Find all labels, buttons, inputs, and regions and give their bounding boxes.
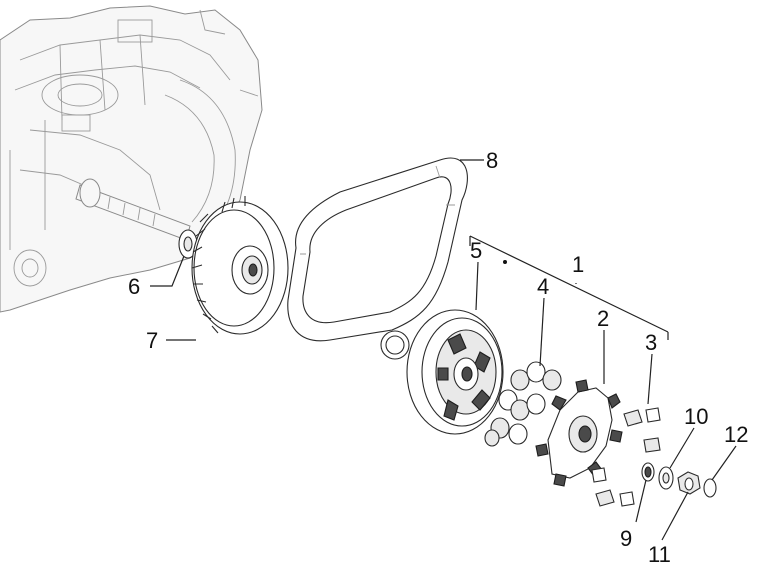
callout-1: 1 <box>572 252 584 277</box>
part-10-washer <box>658 466 674 490</box>
part-2-ramp-plate <box>535 379 623 487</box>
o-ring <box>380 330 410 360</box>
part-12-circlip <box>703 478 717 498</box>
part-11-nut <box>677 471 701 495</box>
callout-6: 6 <box>128 274 140 299</box>
callout-labels: 1 2 3 4 5 6 7 8 9 10 11 12 <box>128 148 748 567</box>
callout-7: 7 <box>146 328 158 353</box>
callout-5: 5 <box>470 238 482 263</box>
part-3-sliders <box>591 407 661 507</box>
callout-3: 3 <box>645 330 657 355</box>
part-8-drive-belt <box>287 157 468 342</box>
reference-dot <box>503 260 507 264</box>
callout-4: 4 <box>537 274 549 299</box>
part-4-rollers <box>484 361 562 447</box>
callout-12: 12 <box>724 422 748 447</box>
leader-lines <box>150 159 737 541</box>
part-7-fixed-pulley <box>191 196 289 335</box>
callout-8: 8 <box>486 148 498 173</box>
part-9-bushing <box>641 462 655 482</box>
part-5-movable-pulley <box>406 260 507 435</box>
callout-2: 2 <box>597 306 609 331</box>
callout-10: 10 <box>684 404 708 429</box>
callout-11: 11 <box>648 542 671 567</box>
callout-9: 9 <box>620 526 632 551</box>
